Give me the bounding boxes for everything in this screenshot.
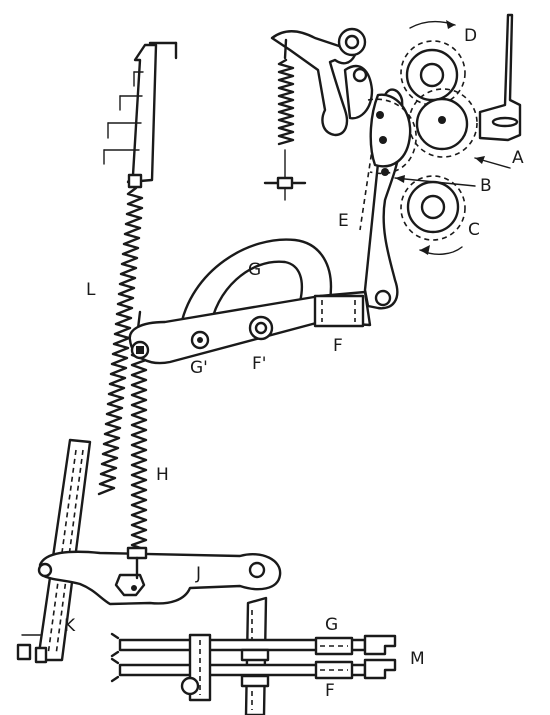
roller-c [400, 175, 466, 255]
label-k: K [64, 616, 76, 636]
label-f-lower: F [325, 681, 335, 701]
fork-assembly [110, 596, 397, 715]
needle [478, 13, 522, 142]
spring-h [126, 310, 148, 580]
leader-lines [394, 156, 511, 187]
label-g-prime: G' [190, 358, 208, 378]
label-g: G [248, 260, 262, 280]
label-a: A [512, 148, 524, 168]
roller-a [408, 88, 478, 158]
label-m: M [410, 649, 425, 669]
label-f: F [333, 336, 343, 356]
comb-bar [103, 41, 178, 189]
lever-f [128, 290, 372, 365]
spring-l [97, 186, 144, 496]
label-g-lower: G [325, 615, 339, 635]
label-j: J [196, 564, 202, 584]
label-f-prime: F' [252, 354, 267, 374]
label-c: C [468, 220, 480, 240]
label-e: E [338, 211, 349, 231]
cam-b [367, 93, 417, 176]
roller-d [400, 20, 466, 106]
lever-j [37, 550, 282, 606]
label-h: H [156, 465, 169, 485]
label-d: D [464, 26, 478, 46]
label-l: L [86, 280, 96, 300]
upper-lever [270, 27, 374, 137]
small-spring [263, 38, 307, 201]
label-b: B [480, 176, 492, 196]
